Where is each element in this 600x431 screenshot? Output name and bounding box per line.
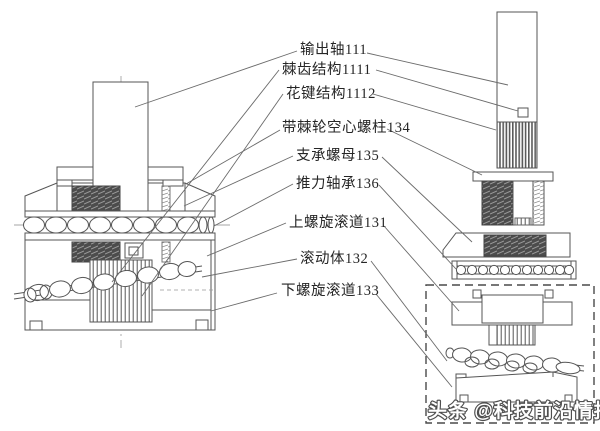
exploded-output-shaft: [496, 11, 538, 123]
right-exploded-view: [425, 11, 595, 424]
label-output-shaft-111: 输出轴111: [300, 42, 368, 58]
exploded-thrust-bearing: [451, 260, 577, 280]
label-ratchet-hollow-stud-134: 带棘轮空心螺柱134: [282, 120, 411, 136]
label-ratchet-teeth-1111: 棘齿结构1111: [282, 62, 372, 78]
exploded-ratchet-feature: [517, 107, 529, 118]
exploded-spline-section: [496, 121, 538, 169]
exploded-hollow-stud: [472, 171, 554, 226]
rolling-elements-chain: [13, 260, 203, 303]
leader-lines: [111, 50, 519, 388]
left-assembled-view: [13, 76, 230, 348]
label-thrust-bearing-136: 推力轴承136: [296, 176, 380, 192]
label-rolling-elements-132: 滚动体132: [300, 251, 369, 267]
watermark: 头条 @科技前沿情报站: [428, 399, 600, 422]
exploded-rolling-elements: [445, 347, 585, 375]
label-spline-structure-1112: 花键结构1112: [286, 86, 376, 102]
exploded-support-nut: [442, 232, 571, 258]
stud-thread-section: [71, 185, 121, 212]
dashed-detail-box: [425, 284, 595, 424]
label-upper-spiral-raceway-131: 上螺旋滚道131: [289, 215, 388, 231]
label-lower-spiral-raceway-133: 下螺旋滚道133: [281, 283, 380, 299]
exploded-upper-raceway: [451, 289, 573, 346]
thrust-bearing-section: [14, 216, 230, 234]
label-support-nut-135: 支承螺母135: [296, 148, 380, 164]
exploded-lower-raceway-base: [455, 371, 578, 403]
